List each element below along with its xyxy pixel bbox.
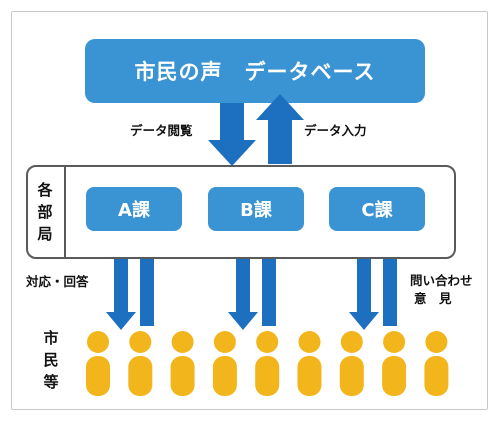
citizens-group (86, 331, 449, 396)
citizen-person-icon (382, 331, 407, 396)
citizens-label-char: 民 (43, 351, 59, 369)
data-view-label: データ閲覧 (130, 123, 193, 138)
departments-label-char: 各 (37, 181, 53, 199)
departments-label-char: 局 (37, 225, 53, 243)
citizens-label-char: 市 (43, 329, 59, 347)
departments-label: 各 部 局 (26, 165, 66, 259)
citizen-person-icon (170, 331, 195, 396)
citizen-voice-database-box: 市民の声 データベース (85, 39, 425, 103)
opinion-label: 意 見 (414, 291, 452, 306)
data-input-label: データ入力 (304, 123, 367, 138)
citizen-person-icon (297, 331, 322, 396)
data-view-arrow (208, 103, 256, 166)
departments-label-char: 部 (37, 203, 53, 221)
citizen-person-icon (339, 331, 364, 396)
citizens-label: 市 民 等 (40, 327, 62, 393)
citizen-person-icon (255, 331, 280, 396)
citizen-person-icon (86, 331, 110, 396)
dept-b-box: B課 (208, 187, 304, 231)
citizens-label-char: 等 (43, 373, 59, 391)
citizen-person-icon (128, 331, 153, 396)
data-input-arrow (256, 94, 304, 164)
citizen-person-icon (424, 331, 449, 396)
dept-c-box: C課 (329, 187, 425, 231)
citizen-person-icon (212, 331, 237, 396)
inquiry-label: 問い合わせ (410, 273, 473, 288)
dept-a-box: A課 (86, 187, 182, 231)
respond-label: 対応・回答 (26, 274, 89, 289)
